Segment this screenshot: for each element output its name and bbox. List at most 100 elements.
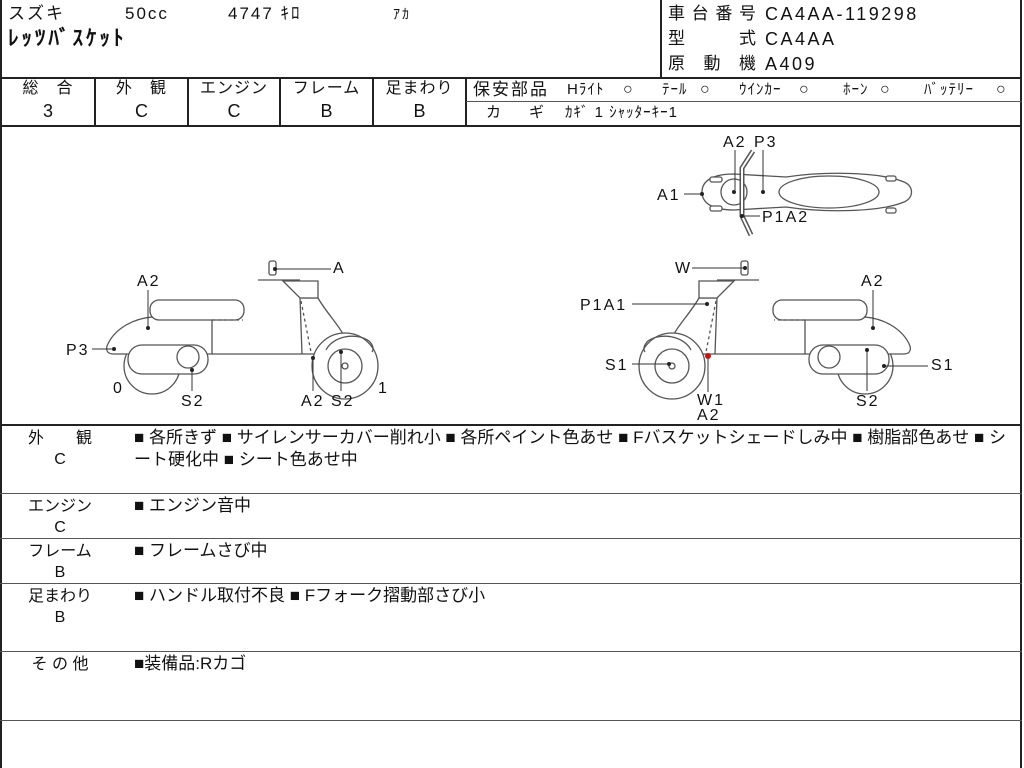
remark-row-other: そ の 他 ■装備品:Rカゴ (0, 652, 1022, 720)
check-mark: ○ (700, 81, 710, 98)
right-side-labels: W A2 P1A1 S1 S1 W1 A2 S2 (580, 260, 953, 424)
remark-divider (0, 493, 1022, 494)
remark-text: ■ 各所きず ■ サイレンサーカバー削れ小 ■ 各所ペイント色あせ ■ Fバスケ… (134, 428, 1006, 469)
right-border (1020, 0, 1022, 768)
keys-value: ｶｷﾞ 1 ｼｬｯﾀｰｷｰ1 (565, 104, 679, 121)
label-left-s2-fork: S2 (331, 393, 355, 410)
label-left-one: 1 (378, 380, 389, 397)
remark-divider (0, 538, 1022, 539)
grade-col-divider (279, 78, 281, 126)
label-left-a2-seat: A2 (137, 273, 161, 290)
model-code-label: 型 式 (668, 29, 756, 48)
check-mark: ○ (880, 81, 890, 98)
remark-text: ■ ハンドル取付不良 ■ Fフォーク摺動部さび小 (134, 586, 486, 605)
check-mark: ○ (996, 81, 1006, 98)
label-left-a2-front: A2 (301, 393, 325, 410)
grade-label: 総 合 (22, 80, 74, 97)
remark-text: ■ フレームさび中 (134, 541, 268, 560)
grade-label: フレーム (292, 80, 361, 97)
label-left-p3-tail: P3 (66, 342, 90, 359)
remark-text: ■ エンジン音中 (134, 496, 251, 515)
leader-dot (743, 266, 747, 270)
remark-divider (0, 651, 1022, 652)
remark-row-engine: エンジン C ■ エンジン音中 (0, 494, 1022, 538)
leader-dot (761, 190, 765, 194)
label-right-w1: W1 (697, 392, 725, 409)
remark-label: そ の 他 (31, 656, 89, 673)
top-front-winker (709, 176, 723, 183)
leader-dot (865, 348, 869, 352)
grade-frame: フレーム B (281, 78, 372, 126)
remark-grade: B (54, 564, 66, 581)
leader-dot (882, 364, 886, 368)
remark-grade: B (54, 609, 66, 626)
grade-col-divider (187, 78, 189, 126)
label-top-a2: A2 (723, 134, 747, 151)
leader-dot (732, 190, 736, 194)
engine-code-label: 原 動 機 (668, 54, 756, 73)
grade-engine: エンジン C (189, 78, 279, 126)
leader-dot (146, 326, 150, 330)
grade-value: 3 (42, 101, 53, 121)
damage-diagram: A2 P3 A1 P1A2 A2 A P3 0 S2 A2 S2 1 W A2 … (66, 134, 953, 424)
displacement: 50cc (125, 4, 169, 23)
leader-dot (112, 347, 116, 351)
label-right-p1a1-shield: P1A1 (580, 297, 627, 314)
grade-col-divider (372, 78, 374, 126)
model-name: ﾚｯﾂﾊﾞｽｹｯﾄ (8, 27, 127, 50)
grade-value: C (227, 101, 241, 121)
remark-label: エンジン (27, 498, 92, 515)
top-view-labels: A2 P3 A1 P1A2 (657, 134, 807, 226)
left-border (0, 0, 2, 768)
safety-item-winker: ｳｲﾝｶｰ (739, 81, 782, 98)
remark-grade: C (54, 451, 66, 468)
leader-dot (311, 356, 315, 360)
check-mark: ○ (799, 81, 809, 98)
grade-bottom-rule (0, 125, 1022, 127)
leader-dot (700, 192, 704, 196)
label-right-s2-silencer: S2 (856, 393, 880, 410)
diagram-bottom-rule (0, 424, 1022, 426)
leader-dot (667, 362, 671, 366)
grade-col-divider (465, 78, 467, 126)
keys-label: カ ギ (486, 104, 544, 121)
grade-value: B (320, 101, 333, 121)
label-right-a2-seat: A2 (861, 273, 885, 290)
left-side-labels: A2 A P3 0 S2 A2 S2 1 (66, 260, 389, 410)
mileage: 4747 ｷﾛ (228, 4, 302, 23)
top-handlebar-inner (741, 150, 754, 236)
remark-label: フレーム (28, 543, 92, 560)
safety-item-taillight: ﾃｰﾙ (662, 81, 688, 98)
safety-parts-label: 保安部品 (473, 80, 549, 99)
remark-grade: C (54, 519, 66, 536)
header-divider (660, 0, 662, 78)
top-rear-light (885, 175, 897, 182)
remark-row-suspension: 足まわり B ■ ハンドル取付不良 ■ Fフォーク摺動部さび小 (0, 584, 1022, 651)
grade-col-divider (94, 78, 96, 126)
scooter-top-view (701, 149, 913, 237)
top-rear-light (885, 207, 897, 214)
check-mark: ○ (623, 81, 633, 98)
remark-label: 足まわり (27, 588, 92, 605)
label-left-zero: 0 (113, 380, 124, 397)
frame-number: CA4AA-119298 (765, 4, 919, 24)
safety-item-horn: ﾎｰﾝ (843, 81, 869, 98)
label-right-s1-front: S1 (605, 357, 629, 374)
label-top-p3: P3 (754, 134, 778, 151)
model-code: CA4AA (765, 29, 837, 49)
label-left-a-handle: A (333, 260, 346, 277)
remark-divider (0, 720, 1022, 721)
grade-value: B (413, 101, 426, 121)
grade-suspension: 足まわり B (374, 78, 465, 126)
remark-text: ■装備品:Rカゴ (134, 654, 247, 673)
grade-overall: 総 合 3 (2, 78, 94, 126)
engine-code: A409 (765, 54, 818, 74)
leader-dot (705, 302, 709, 306)
leader-dot (339, 350, 343, 354)
remark-label: 外 観 (27, 430, 92, 447)
remark-row-frame: フレーム B ■ フレームさび中 (0, 539, 1022, 583)
body-color: ｱｶ (393, 6, 411, 22)
leader-dot (871, 326, 875, 330)
grade-label: 足まわり (385, 80, 454, 97)
safety-keys-divider (466, 101, 1022, 102)
